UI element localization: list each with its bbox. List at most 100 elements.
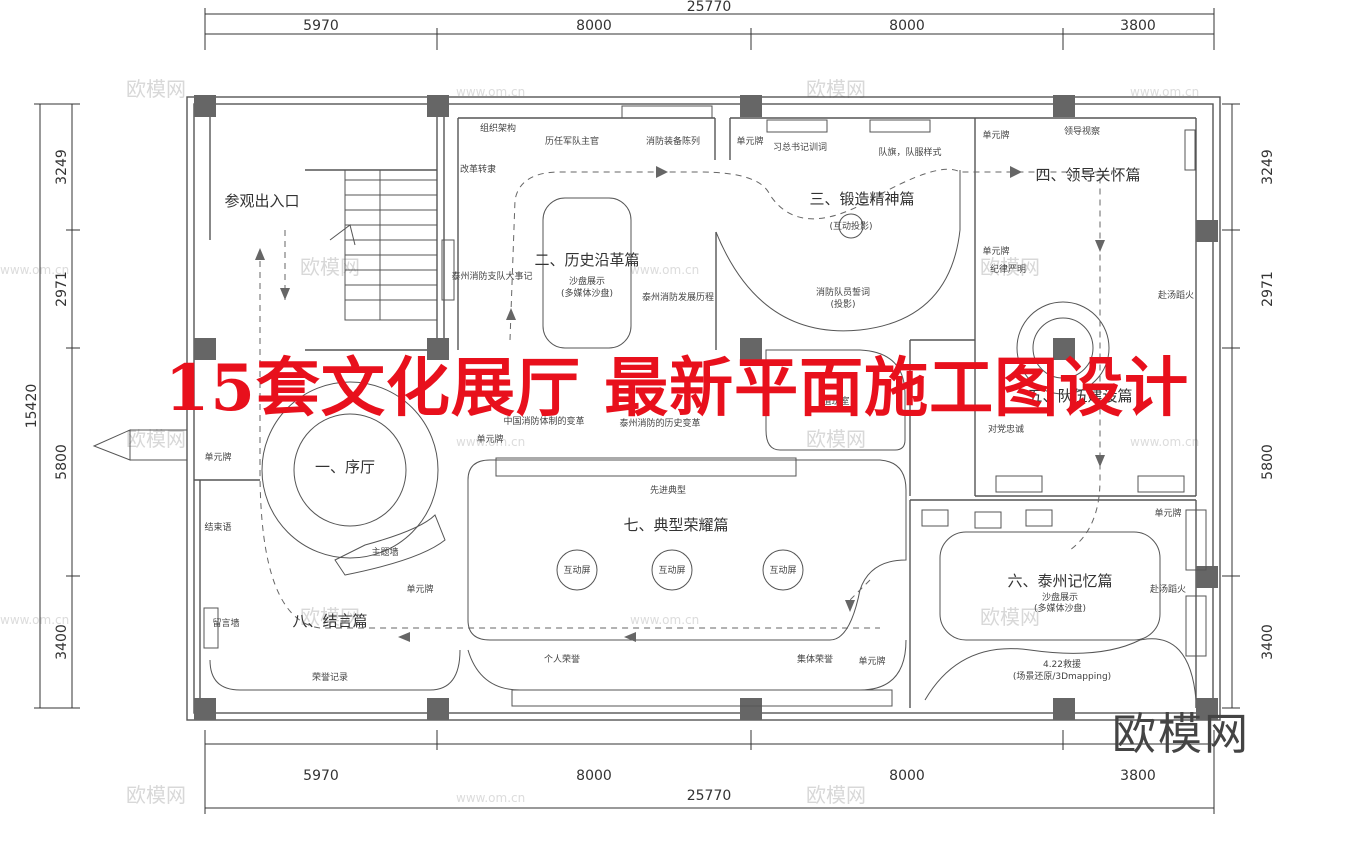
label: 对党忠诚 [988,423,1024,435]
label: 沙盘展示 [569,275,605,287]
staircase [329,169,438,321]
label: 历任军队主官 [545,135,599,147]
dim-top-seg: 3800 [1120,18,1156,34]
label: 单元牌 [406,583,433,595]
route-arrows [255,166,1105,642]
label: 改革转隶 [460,163,496,175]
watermark-brand: 欧模网 [980,255,1040,279]
label: 个人荣誉 [544,653,580,665]
exhibit-labels: 组织架构 历任军队主官 消防装备陈列 改革转隶 泰州消防支队大事记 沙盘展示 (… [204,122,1194,683]
label: (场景还原/3Dmapping) [1013,670,1111,682]
label: 领导视察 [1064,125,1100,137]
watermark-url: www.om.cn [456,85,525,99]
label: 4.22救援 [1043,658,1081,670]
label: 消防队员誓词 [816,286,870,298]
brand-logo: 欧模网 [1112,709,1250,760]
watermark-brand: 欧模网 [126,427,186,451]
dim-bottom-seg: 3800 [1120,768,1156,784]
label: 中国消防体制的变革 [503,415,584,427]
label: 互动屏 [769,565,796,576]
watermark-url: www.om.cn [0,263,69,277]
walls [186,96,1221,721]
label: 习总书记训词 [773,141,827,153]
label: 结束语 [204,521,231,533]
dim-bottom-seg: 8000 [889,768,925,784]
watermark-brand: 欧模网 [300,255,360,279]
label: 先进典型 [650,484,686,496]
label: 留言墙 [212,617,239,629]
section-title-3: 三、锻造精神篇 [809,190,914,208]
label: 集体荣誉 [797,653,833,665]
section-title-6: 六、泰州记忆篇 [1007,572,1112,590]
section-title-2: 二、历史沿革篇 [534,251,639,269]
label-entrance: 参观出入口 [224,192,299,210]
label: (多媒体沙盘) [561,287,613,299]
section-title-5: 五、队伍建设篇 [1027,387,1132,405]
label: 泰州消防的历史变革 [619,417,700,429]
label: (多媒体沙盘) [1034,602,1086,614]
label: 互动屏 [563,565,590,576]
dim-right-seg: 5800 [1260,444,1276,480]
label: (互动投影) [829,220,872,232]
watermark-brand: 欧模网 [300,605,360,629]
dim-left-total: 15420 [24,384,40,429]
dim-top-seg: 5970 [303,18,339,34]
label: 单元牌 [982,129,1009,141]
dim-top-total: 25770 [687,0,732,15]
dim-left-seg: 3400 [54,624,70,660]
watermark-brand: 欧模网 [806,783,866,807]
dim-top-seg: 8000 [889,18,925,34]
label: (投影) [830,298,855,310]
label: 单元牌 [476,433,503,445]
label: 赴汤蹈火 [1158,289,1194,301]
section-title-7: 七、典型荣耀篇 [623,516,728,534]
dim-left-seg: 5800 [54,444,70,480]
exhibit-fixtures [203,105,1207,707]
label: 组织架构 [480,122,516,134]
label: 沙盘展示 [1042,591,1078,603]
watermark-url: www.om.cn [0,613,69,627]
label: 主题墙 [371,546,398,558]
section-title-8: 八、结言篇 [292,612,367,630]
dim-right-seg: 2971 [1260,271,1276,307]
watermark-url: www.om.cn [1130,85,1199,99]
label: 单元牌 [858,655,885,667]
watermark-url: www.om.cn [630,613,699,627]
label: 赴汤蹈火 [1150,583,1186,595]
watermark-url: www.om.cn [1130,435,1199,449]
watermark-url: www.om.cn [630,263,699,277]
dim-right-seg: 3400 [1260,624,1276,660]
dim-right-seg: 3249 [1260,149,1276,185]
watermark-brand: 欧模网 [126,783,186,807]
label: 泰州消防支队大事记 [451,270,532,282]
watermark-brand: 欧模网 [980,605,1040,629]
label: 值班室 [822,395,849,407]
section-title-1: 一、序厅 [315,458,375,476]
label: 单元牌 [982,245,1009,257]
dim-left-seg: 2971 [54,271,70,307]
label: 荣誉记录 [312,671,348,683]
watermark-brand: 欧模网 [126,77,186,101]
dim-bottom-seg: 8000 [576,768,612,784]
label: 纪律严明 [990,263,1026,275]
entrance-opening [92,429,187,461]
label: 互动屏 [658,565,685,576]
watermark-url: www.om.cn [456,791,525,805]
structural-columns [194,95,1218,720]
section-title-4: 四、领导关怀篇 [1035,166,1140,184]
label: 单元牌 [736,135,763,147]
dimension-lines [34,8,1240,814]
dim-top-seg: 8000 [576,18,612,34]
watermark-layer: 欧模网 www.om.cn 欧模网 www.om.cn 欧模网 www.om.c… [0,77,1199,807]
dim-bottom-total: 25770 [687,788,732,804]
label: 队旗，队服样式 [878,146,941,158]
dim-bottom-seg: 5970 [303,768,339,784]
label: 单元牌 [1154,507,1181,519]
label: 单元牌 [204,451,231,463]
label: 消防装备陈列 [646,135,700,147]
dim-left-seg: 3249 [54,149,70,185]
label: 泰州消防发展历程 [642,291,714,303]
watermark-url: www.om.cn [456,435,525,449]
watermark-brand: 欧模网 [806,427,866,451]
